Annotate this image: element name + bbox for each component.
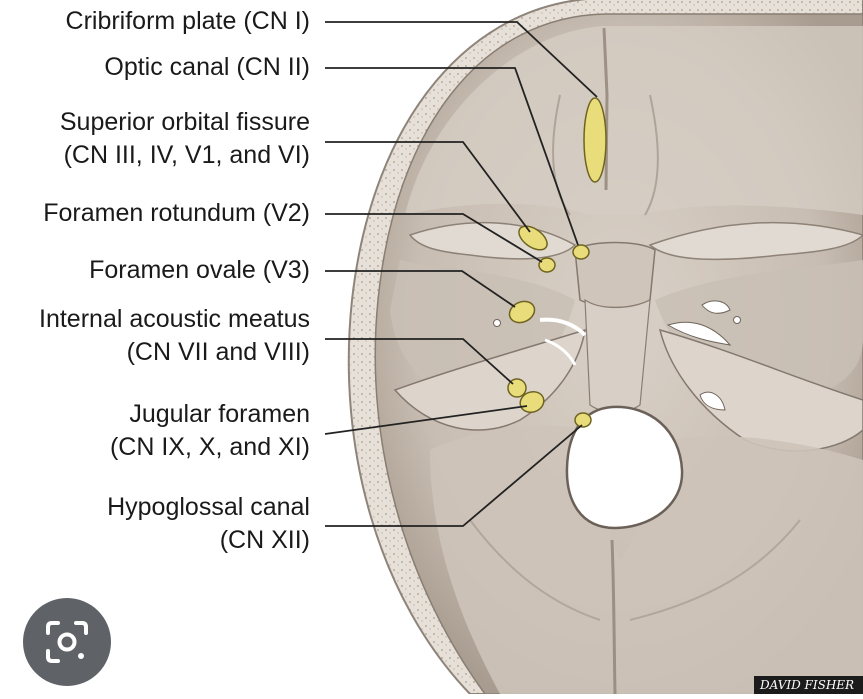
optic-canal-highlight	[572, 244, 590, 260]
label-optic-canal: Optic canal (CN II)	[104, 53, 310, 81]
foramen-right-cutout-3	[699, 391, 726, 411]
leader-ovale	[325, 270, 516, 308]
leader-sof	[325, 141, 531, 233]
foramen-magnum	[565, 405, 684, 530]
google-lens-button[interactable]	[23, 598, 111, 686]
leader-jugular	[324, 405, 528, 435]
label-foramen-rotundum: Foramen rotundum (V2)	[43, 199, 310, 227]
leader-cribriform	[325, 21, 598, 98]
crista-galli	[602, 27, 609, 191]
cribriform-plate-highlight	[583, 97, 607, 183]
label-internal-acoustic-meatus: Internal acoustic meatus (CN VII and VII…	[39, 305, 310, 366]
posterior-fossa	[430, 426, 863, 694]
illustrator-signature: DAVID FISHER	[754, 676, 863, 694]
label-foramen-ovale: Foramen ovale (V3)	[89, 256, 310, 284]
sphenoid-lesser-wing-right	[648, 221, 863, 261]
occipital-crest	[610, 539, 617, 695]
anterior-fossa	[405, 26, 863, 215]
foramen-right-cutout-2	[666, 321, 732, 346]
foramen-right-cutout-1	[701, 300, 731, 314]
leader-optic	[325, 67, 579, 246]
foramen-ovale-highlight	[508, 300, 536, 324]
label-hypoglossal-canal: Hypoglossal canal (CN XII)	[107, 493, 310, 554]
google-lens-icon	[46, 621, 88, 663]
leader-iam	[325, 338, 514, 385]
label-cribriform-plate: Cribriform plate (CN I)	[65, 7, 310, 35]
hypoglossal-canal-highlight	[574, 412, 592, 428]
superior-orbital-fissure-highlight	[518, 225, 548, 251]
label-jugular-foramen: Jugular foramen (CN IX, X, and XI)	[109, 400, 310, 461]
label-superior-orbital-fissure: Superior orbital fissure (CN III, IV, V1…	[59, 108, 310, 169]
foramen-rotundum-highlight	[538, 257, 556, 273]
clivus	[584, 298, 651, 414]
leader-hypoglossal	[325, 424, 583, 527]
leader-rotundum	[325, 213, 543, 263]
